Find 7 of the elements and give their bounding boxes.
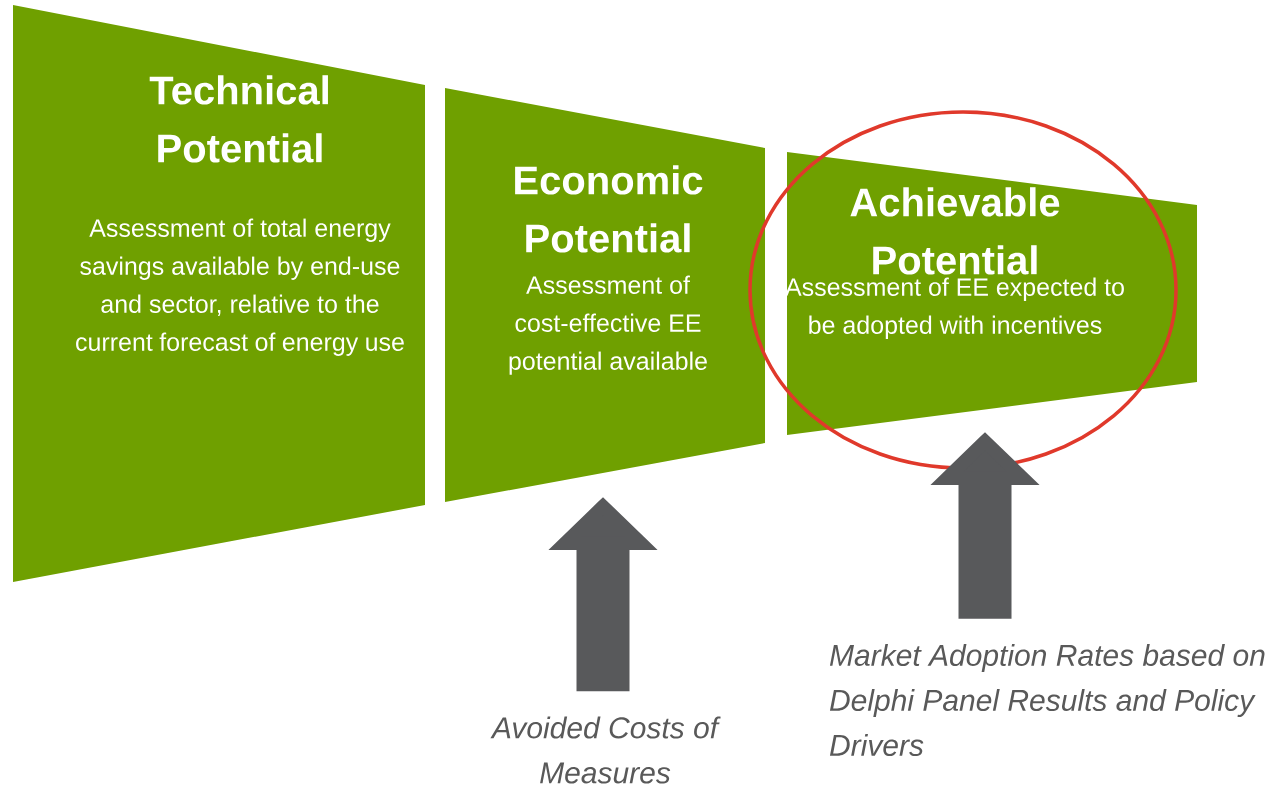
funnel-stage-box: Economic Potential Assessment of cost-effective EE potential available: [445, 88, 765, 502]
funnel-stage-box: Achievable Potential Assessment of EE expected to be adopted with incentives: [785, 152, 1197, 435]
note-text: Avoided Costs of Measures: [490, 716, 721, 784]
funnel-stage-box: Technical Potential Assessment of total energy savings available by end-use and sector, relative to the current forecast of energy use: [13, 5, 425, 582]
node-label: Achievable Potential: [850, 187, 1060, 275]
note-text: Market Adoption Rates based on Delphi Panel Results and Policy Drivers: [829, 644, 1265, 757]
node-label: Assessment of EE expected to be adopted with incentives: [785, 277, 1124, 339]
